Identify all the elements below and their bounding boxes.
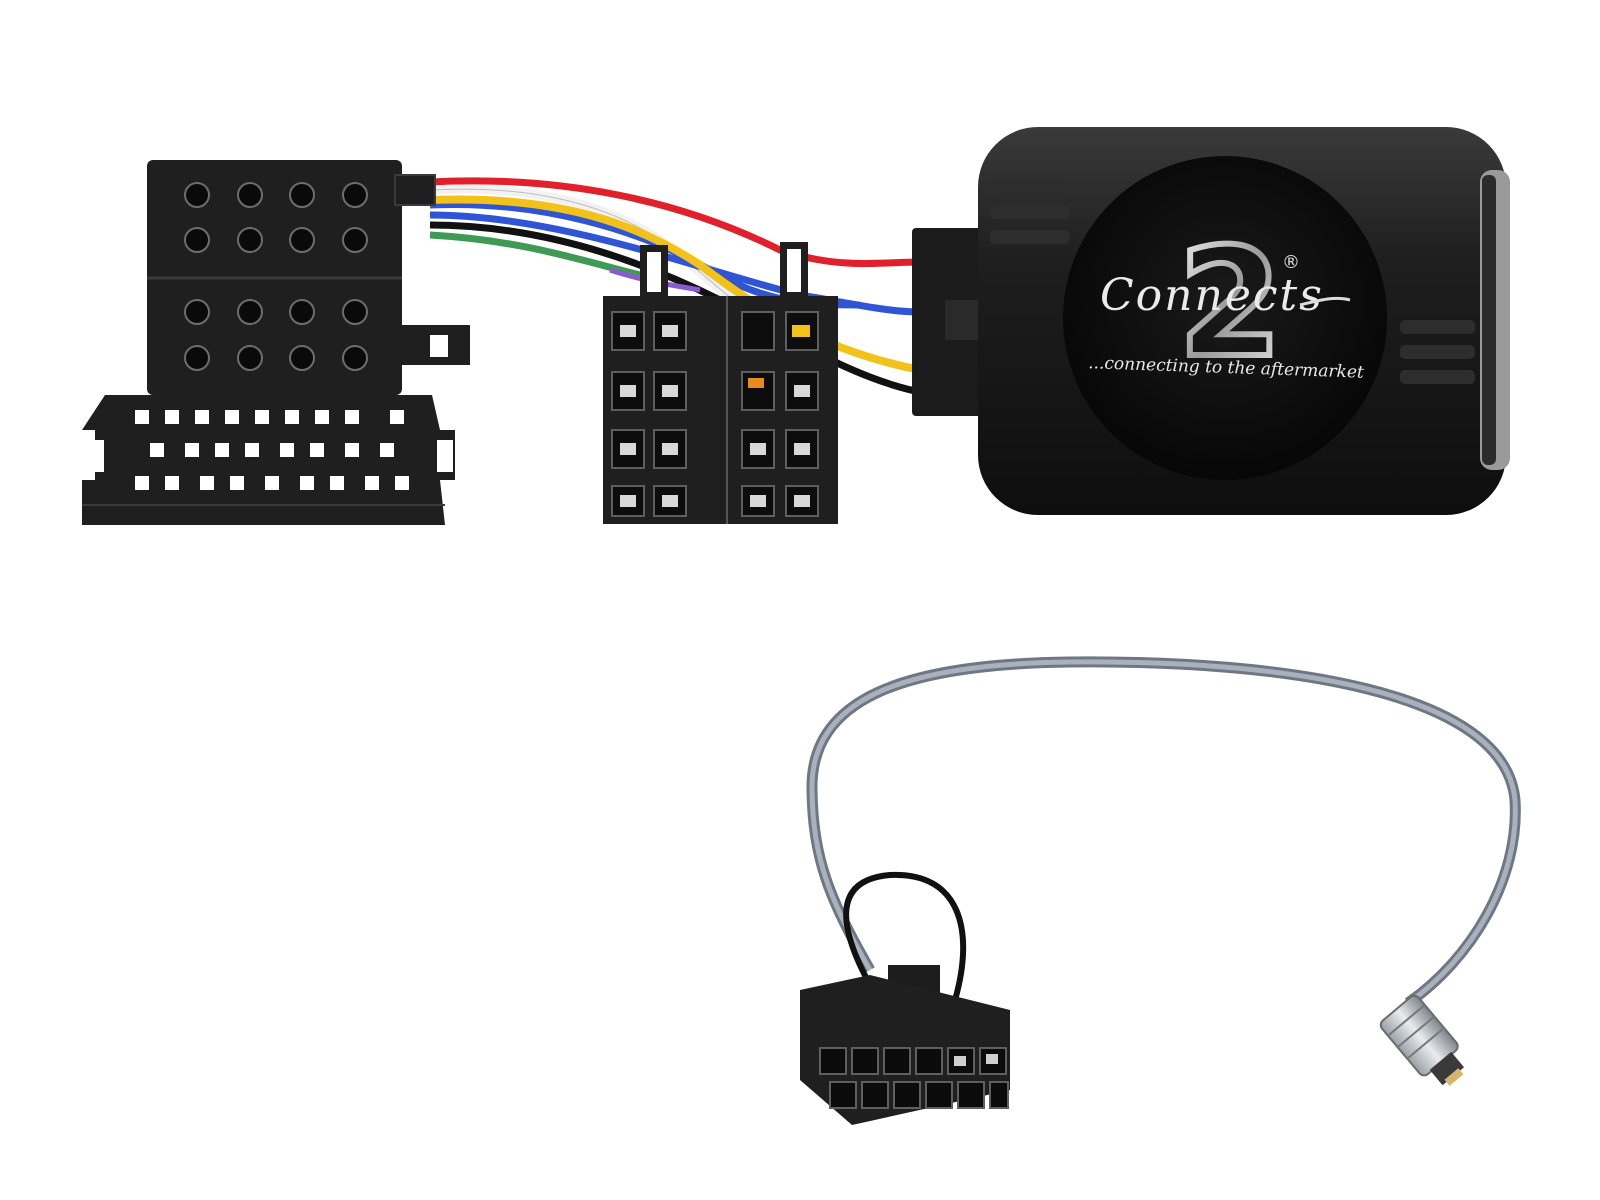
registered-mark: ® <box>1282 252 1300 273</box>
antenna-cable <box>806 656 1521 1008</box>
grey-lead <box>806 656 1521 1008</box>
brand-swoosh <box>1299 296 1351 307</box>
brand-numeral: 2 <box>1178 217 1282 391</box>
interface-box-icon: 2 ® Connects ...connecting to the afterm… <box>912 127 1510 515</box>
quadlock-lower-block <box>82 395 455 525</box>
wire-blue <box>429 211 921 316</box>
wire-green <box>429 231 641 279</box>
quadlock-pins-lower <box>135 410 409 490</box>
patch-lead-connector-icon <box>800 965 1010 1125</box>
antenna-plug-icon <box>1379 994 1465 1086</box>
black-loop-lead <box>843 871 967 1001</box>
brand-name: Connects <box>1100 270 1324 321</box>
wire-red <box>429 177 921 268</box>
quadlock-connector-icon <box>82 160 470 525</box>
logo-badge <box>1063 156 1387 480</box>
iso-connector-icon <box>603 242 838 524</box>
quadlock-pins-upper <box>184 182 368 371</box>
